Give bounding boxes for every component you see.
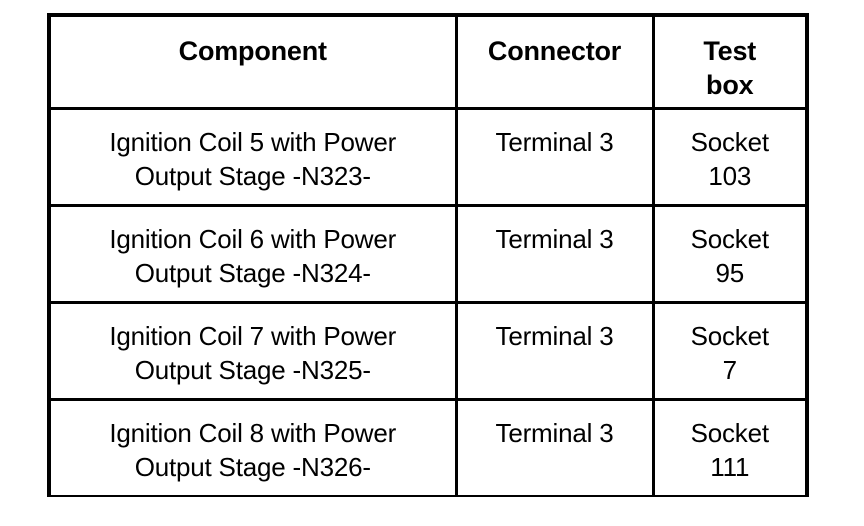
connector-text: Terminal 3 (495, 127, 614, 157)
table-body: Ignition Coil 5 with Power Output Stage … (51, 108, 806, 495)
testbox-line-1: Socket (690, 321, 769, 351)
cell-testbox: Socket 95 (653, 205, 806, 304)
connector-text: Terminal 3 (495, 321, 614, 351)
testbox-line-2: 95 (715, 258, 745, 288)
cell-component: Ignition Coil 5 with Power Output Stage … (51, 108, 458, 207)
connector-text: Terminal 3 (495, 418, 614, 448)
spec-table-container: Component Connector Test box (47, 13, 809, 497)
testbox-line-2: 111 (710, 452, 750, 482)
column-header-testbox-label: Test box (655, 17, 806, 102)
component-text: Ignition Coil 8 with Power Output Stage … (51, 401, 455, 484)
testbox-text: Socket 95 (655, 207, 806, 290)
component-connector-testbox-table: Component Connector Test box (51, 17, 805, 495)
component-text: Ignition Coil 5 with Power Output Stage … (51, 110, 455, 193)
testbox-text: Socket 111 (655, 401, 806, 484)
column-header-testbox-line1: Test (703, 36, 757, 66)
cell-connector: Terminal 3 (456, 302, 655, 401)
table-row: Ignition Coil 6 with Power Output Stage … (51, 205, 806, 304)
component-line-1: Ignition Coil 6 with Power (109, 224, 397, 254)
testbox-text: Socket 103 (655, 110, 806, 193)
testbox-text: Socket 7 (655, 304, 806, 387)
component-line-1: Ignition Coil 7 with Power (109, 321, 397, 351)
cell-testbox: Socket 111 (653, 399, 806, 495)
cell-component: Ignition Coil 6 with Power Output Stage … (51, 205, 458, 304)
column-header-connector: Connector (456, 17, 655, 110)
cell-component: Ignition Coil 8 with Power Output Stage … (51, 399, 458, 495)
testbox-line-1: Socket (690, 224, 769, 254)
testbox-line-2: 103 (708, 161, 752, 191)
column-header-connector-label: Connector (487, 36, 622, 66)
cell-testbox: Socket 103 (653, 108, 806, 207)
component-line-2: Output Stage -N323- (134, 161, 371, 191)
component-text: Ignition Coil 6 with Power Output Stage … (51, 207, 455, 290)
testbox-line-1: Socket (690, 127, 769, 157)
cell-testbox: Socket 7 (653, 302, 806, 401)
component-text: Ignition Coil 7 with Power Output Stage … (51, 304, 455, 387)
component-line-2: Output Stage -N324- (134, 258, 371, 288)
connector-text: Terminal 3 (495, 224, 614, 254)
testbox-line-1: Socket (690, 418, 769, 448)
component-line-1: Ignition Coil 5 with Power (109, 127, 397, 157)
component-line-1: Ignition Coil 8 with Power (109, 418, 397, 448)
component-line-2: Output Stage -N326- (134, 452, 371, 482)
column-header-component-label: Component (178, 36, 327, 66)
cell-connector: Terminal 3 (456, 108, 655, 207)
table-header-row: Component Connector Test box (51, 17, 806, 110)
table-row: Ignition Coil 5 with Power Output Stage … (51, 108, 806, 207)
table-row: Ignition Coil 7 with Power Output Stage … (51, 302, 806, 401)
cell-connector: Terminal 3 (456, 205, 655, 304)
component-line-2: Output Stage -N325- (134, 355, 371, 385)
table-row: Ignition Coil 8 with Power Output Stage … (51, 399, 806, 495)
column-header-testbox-line2: box (706, 70, 754, 100)
cell-connector: Terminal 3 (456, 399, 655, 495)
cell-component: Ignition Coil 7 with Power Output Stage … (51, 302, 458, 401)
testbox-line-2: 7 (722, 355, 737, 385)
column-header-testbox: Test box (653, 17, 806, 110)
table-header: Component Connector Test box (51, 17, 806, 110)
column-header-component: Component (51, 17, 458, 110)
